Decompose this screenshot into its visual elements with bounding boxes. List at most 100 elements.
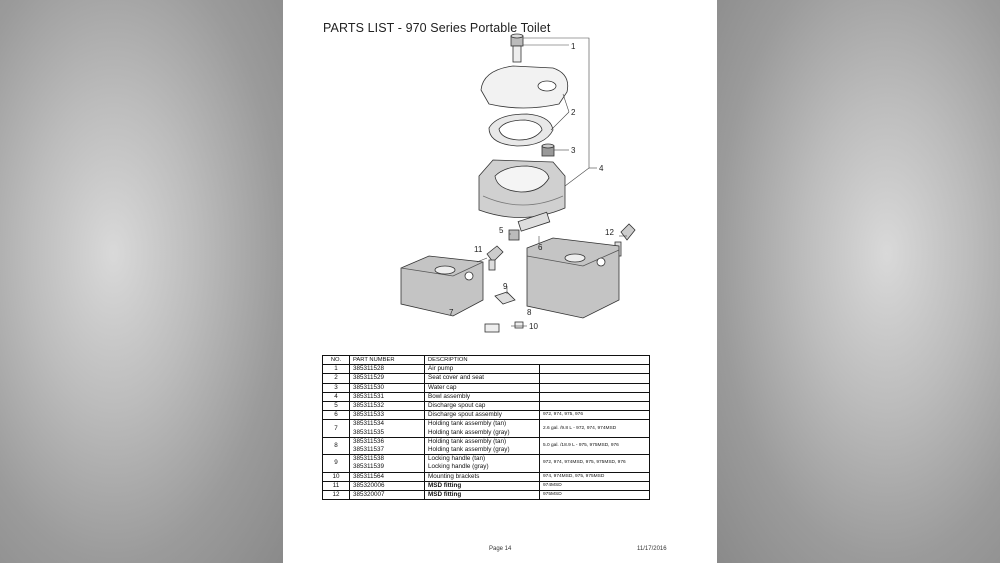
callout-4: 4 (599, 164, 604, 173)
callout-5: 5 (499, 226, 504, 235)
row-number: 1 (322, 364, 350, 375)
callout-6: 6 (538, 243, 543, 252)
page-number: Page 14 (489, 546, 512, 552)
row-part-number: 385311528 (349, 364, 425, 375)
row-models: 972, 974, 974MSD, 975, 975MSD, 976 (539, 454, 650, 473)
row-models (539, 364, 650, 375)
header-description: DESCRIPTION (424, 354, 650, 366)
row-models: 5.0 gal. /18.9 L - 975, 975MSD, 976 (539, 436, 650, 456)
row-number: 6 (322, 410, 350, 421)
description-line: Locking handle (gray) (428, 463, 489, 471)
description-line: Holding tank assembly (tan) (428, 420, 507, 428)
callout-1: 1 (571, 42, 576, 51)
part-number-line: 385311537 (353, 446, 385, 454)
part-number-line: 385311531 (353, 392, 385, 400)
seat-ring-illustration (488, 113, 554, 147)
part-number-line: 385311535 (353, 428, 385, 436)
row-description: Discharge spout cap (424, 401, 540, 412)
holding-tank-large-illustration (526, 237, 620, 319)
part-number-line: 385311529 (353, 374, 385, 382)
row-part-number: 385311533 (349, 410, 425, 421)
row-part-number: 385311529 (349, 373, 425, 384)
description-line: Mounting brackets (428, 472, 480, 480)
page-title: PARTS LIST - 970 Series Portable Toilet (323, 21, 551, 35)
part-number-line: 385320006 (353, 481, 385, 489)
bowl-assembly-illustration (478, 159, 566, 218)
locking-handle-illustration (484, 291, 524, 333)
row-models: 972, 974, 975, 976 (539, 410, 650, 421)
part-number-line: 385311528 (353, 365, 385, 373)
document-page: PARTS LIST - 970 Series Portable Toilet (283, 0, 717, 563)
water-cap-illustration (541, 143, 555, 157)
row-models (539, 382, 650, 393)
row-number: 11 (322, 480, 350, 492)
callout-2: 2 (571, 108, 576, 117)
row-number: 4 (322, 391, 350, 403)
background-left (0, 0, 283, 563)
row-description: Water cap (424, 382, 540, 393)
description-line: Holding tank assembly (gray) (428, 428, 510, 436)
row-models: 974, 974MSD, 975, 975MSD (539, 471, 650, 482)
row-description: Holding tank assembly (tan)Holding tank … (424, 419, 540, 438)
description-line: Holding tank assembly (tan) (428, 437, 507, 445)
holding-tank-small-illustration (400, 255, 484, 317)
callout-11: 11 (474, 245, 483, 254)
callout-8: 8 (527, 308, 532, 317)
description-line: Seat cover and seat (428, 374, 485, 382)
description-line: MSD fitting (428, 481, 462, 489)
row-part-number: 385311532 (349, 401, 425, 412)
discharge-spout-illustration (508, 211, 551, 241)
row-models (539, 373, 650, 384)
row-models: 974MSD (539, 480, 650, 492)
row-description: Discharge spout assembly (424, 410, 540, 421)
row-description: MSD fitting (424, 490, 540, 501)
table-header-row: NO. PART NUMBER DESCRIPTION (322, 354, 650, 366)
row-number: 9 (322, 454, 350, 473)
document-date: 11/17/2016 (637, 546, 667, 552)
row-models: 2.6 gal. /9.8 L - 972, 974, 974MSD (539, 419, 650, 438)
callout-10: 10 (529, 322, 538, 331)
callout-3: 3 (571, 146, 576, 155)
row-models: 975MSD (539, 490, 650, 501)
description-line: MSD fitting (428, 491, 462, 499)
description-line: Locking handle (tan) (428, 455, 486, 463)
row-models (539, 401, 650, 412)
row-models (539, 391, 650, 403)
row-number: 5 (322, 401, 350, 412)
header-no: NO. (322, 354, 350, 366)
row-part-number: 385311531 (349, 391, 425, 403)
row-number: 8 (322, 436, 350, 456)
description-line: Holding tank assembly (gray) (428, 446, 510, 454)
row-description: Air pump (424, 364, 540, 375)
callout-9: 9 (503, 282, 508, 291)
exploded-parts-diagram (400, 33, 636, 333)
air-pump-illustration (510, 33, 524, 63)
part-number-line: 385311532 (353, 402, 385, 410)
row-part-number: 385311564 (349, 471, 425, 482)
part-number-line: 385311530 (353, 383, 385, 391)
part-number-line: 385311534 (353, 420, 385, 428)
row-description: Bowl assembly (424, 391, 540, 403)
header-part-number: PART NUMBER (349, 354, 425, 366)
part-number-line: 385311539 (353, 463, 385, 471)
callout-12: 12 (605, 228, 614, 237)
description-line: Water cap (428, 383, 457, 391)
row-number: 2 (322, 373, 350, 384)
row-part-number: 385311530 (349, 382, 425, 393)
row-number: 12 (322, 490, 350, 501)
background-right (717, 0, 1000, 563)
row-description: Holding tank assembly (tan)Holding tank … (424, 436, 540, 456)
description-line: Discharge spout cap (428, 402, 486, 410)
row-description: Seat cover and seat (424, 373, 540, 384)
